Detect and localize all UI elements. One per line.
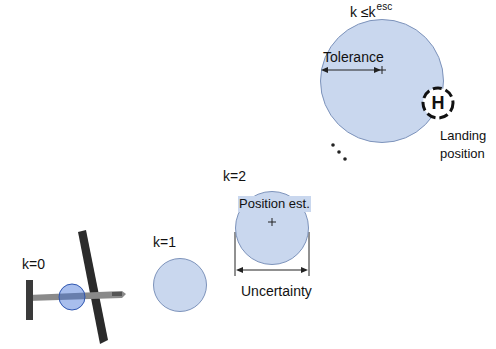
step-label: k=2 — [223, 168, 246, 184]
tolerance-circle: Tolerance — [320, 19, 444, 143]
estimate-circle: k=2Position est. — [235, 191, 309, 265]
step-label: k=1 — [153, 234, 176, 250]
landing-pad: HLanding position — [421, 86, 455, 120]
circle-label: Tolerance — [323, 49, 384, 65]
landing-label: Landing position — [440, 127, 492, 163]
step-label: k ≤k — [350, 4, 376, 20]
estimate-circle: k=1 — [153, 258, 207, 312]
superscript: esc — [377, 1, 393, 13]
step-label: k=0 — [22, 256, 45, 272]
continuation-dots — [331, 143, 347, 161]
circle-outline — [153, 258, 207, 312]
dimension-label: Uncertainty — [241, 283, 312, 299]
aircraft-illustration — [26, 230, 126, 344]
circle-label: Position est. — [238, 196, 311, 212]
circle-outline — [320, 19, 444, 143]
pad-letter: H — [421, 86, 455, 120]
